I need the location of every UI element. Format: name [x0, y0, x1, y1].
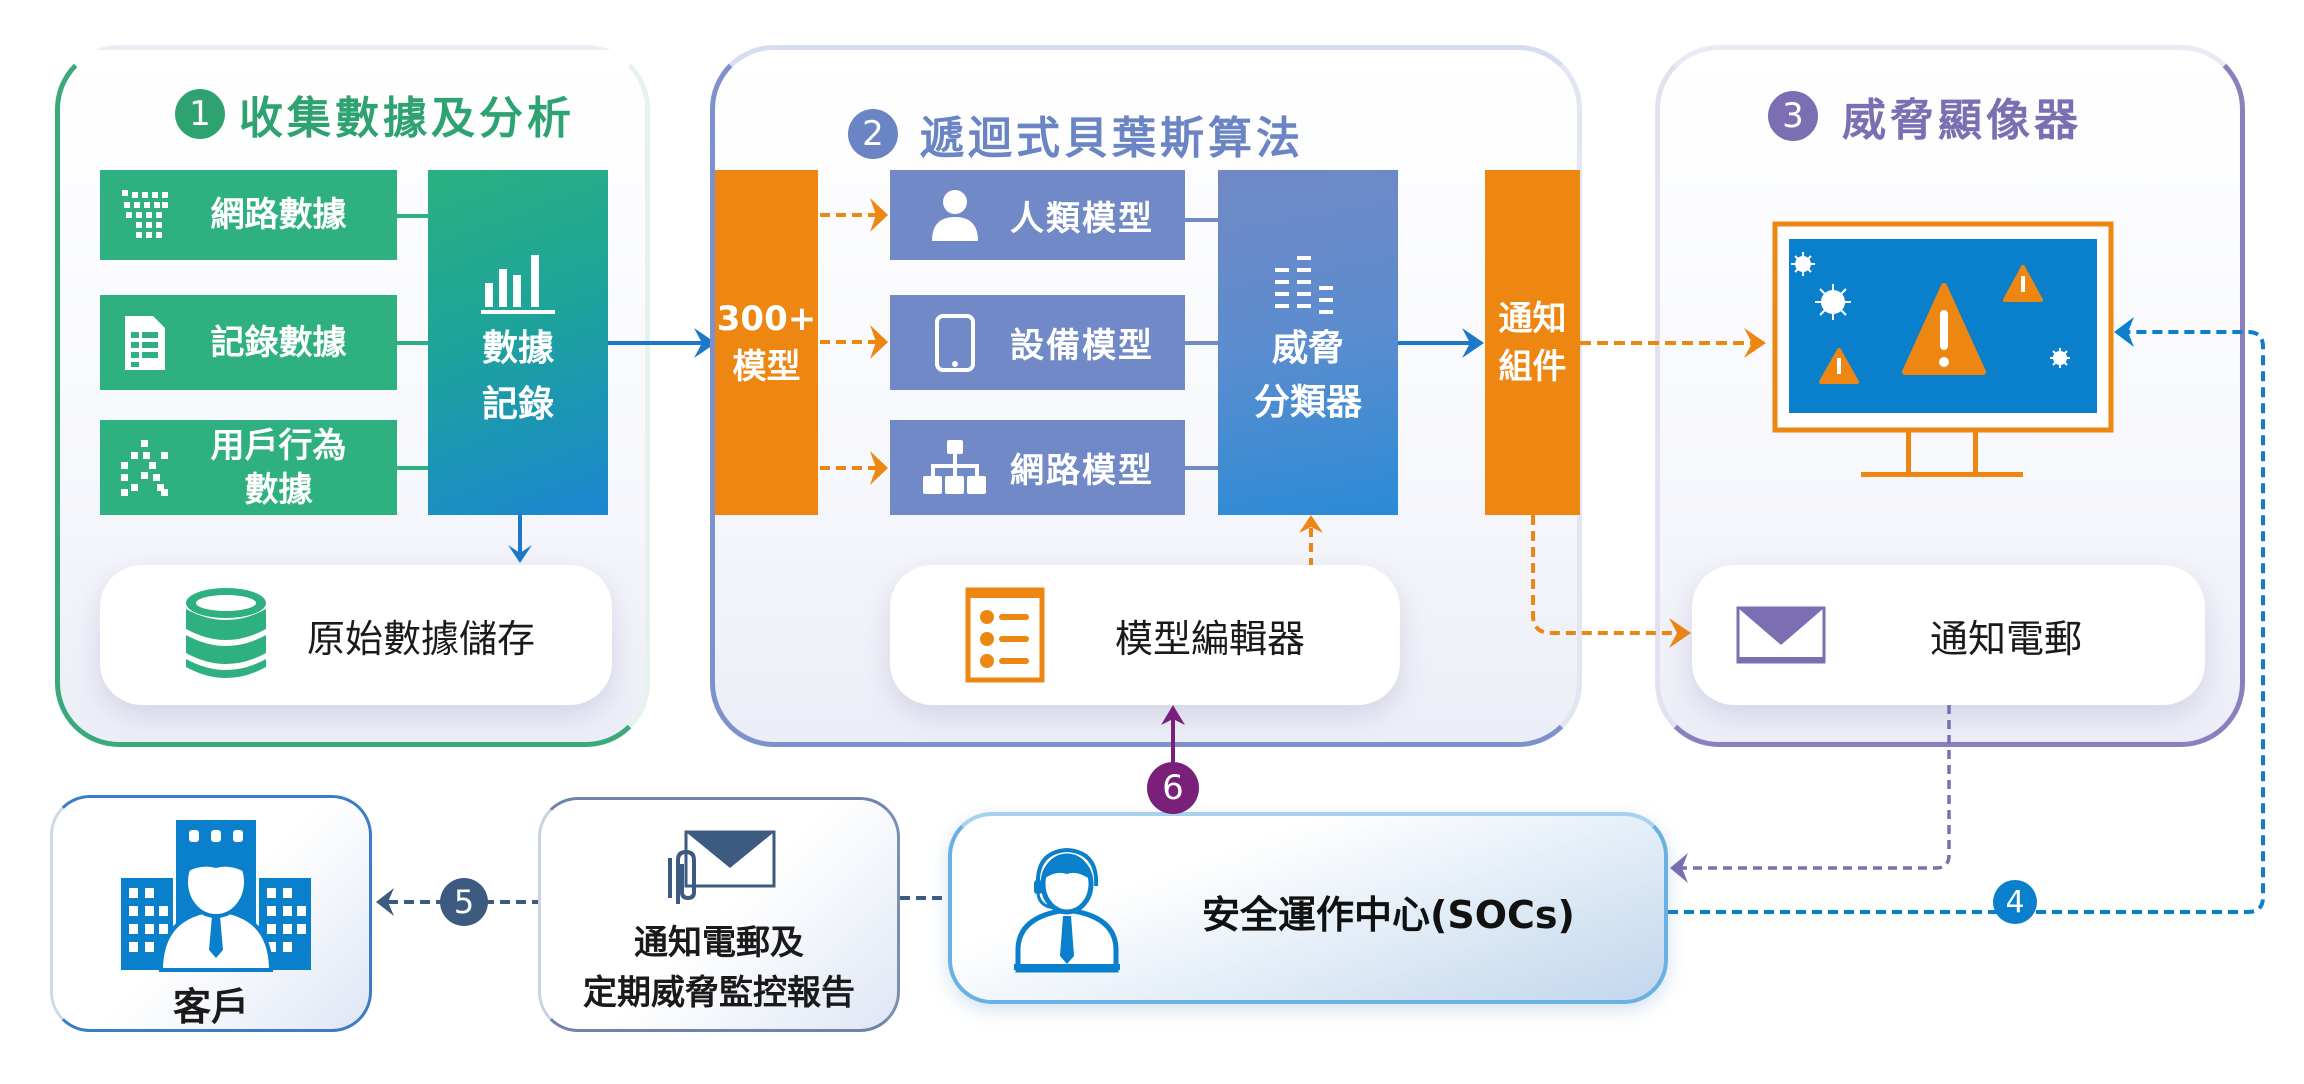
- model-network[interactable]: 網路模型: [890, 420, 1185, 515]
- bar-chart-icon: [481, 253, 555, 315]
- aggregator-label-line1: 數據: [481, 327, 554, 369]
- arrow-to-monitor: [1580, 328, 1766, 358]
- arrow-soc-to-monitor: [1668, 317, 2265, 914]
- arrow-to-email: [1531, 515, 1691, 648]
- log-document-icon: [110, 315, 180, 370]
- source-label-line2: 數據: [244, 469, 313, 510]
- soc-label: 安全運作中心(SOCs): [1202, 893, 1575, 937]
- source-log-data[interactable]: 記錄數據: [100, 295, 397, 390]
- classifier-label-line2: 分類器: [1253, 381, 1362, 423]
- connector-line: [397, 466, 428, 470]
- step-badge-6: 6: [1147, 762, 1199, 814]
- aggregator-label-line2: 記錄: [481, 383, 554, 425]
- list-editor-icon: [965, 587, 1045, 683]
- panel-1-title: 1 收集數據及分析: [175, 82, 575, 146]
- model-count-value: 300+: [716, 298, 817, 339]
- customer-card[interactable]: 客戶: [50, 795, 372, 1032]
- arrow-report-to-customer: [376, 888, 540, 916]
- network-data-grid-icon: [110, 190, 180, 240]
- network-hierarchy-icon: [910, 439, 1000, 496]
- panel-2-title: 2 遞迴式貝葉斯算法: [848, 102, 1304, 166]
- customer-building-icon: [121, 820, 311, 972]
- connector-line: [397, 214, 428, 218]
- tablet-icon: [910, 313, 1000, 372]
- soc-card[interactable]: 安全運作中心(SOCs): [948, 812, 1668, 1004]
- connector-line: [1185, 466, 1218, 470]
- threat-classifier[interactable]: 威脅 分類器: [1218, 170, 1398, 515]
- arrow-to-algorithm: [608, 328, 716, 358]
- source-label: 記錄數據: [210, 322, 347, 363]
- model-count-box[interactable]: 300+ 模型: [715, 170, 818, 515]
- raw-data-storage-card[interactable]: 原始數據儲存: [100, 565, 612, 705]
- arrow-to-notifier: [1398, 328, 1484, 358]
- connector-line: [1185, 218, 1218, 222]
- source-network-data[interactable]: 網路數據: [100, 170, 397, 260]
- user-behavior-dots-icon: [110, 439, 180, 496]
- report-card[interactable]: 通知電郵及 定期威脅監控報告: [538, 797, 900, 1032]
- step-badge-1: 1: [175, 89, 225, 139]
- panel-1-title-text: 收集數據及分析: [239, 93, 575, 144]
- arrow-email-to-soc: [1670, 705, 1951, 883]
- customer-label: 客戶: [172, 985, 249, 1029]
- step-badge-3: 3: [1768, 91, 1818, 141]
- model-label: 人類模型: [1010, 198, 1154, 239]
- model-label: 設備模型: [1010, 326, 1154, 366]
- email-label: 通知電郵: [1930, 616, 2083, 661]
- source-user-behavior[interactable]: 用戶行為 數據: [100, 420, 397, 515]
- notifier-label-line2: 組件: [1498, 346, 1567, 387]
- equalizer-bars-icon: [1271, 255, 1345, 314]
- connector-soc-to-report: [900, 896, 950, 900]
- database-icon: [185, 587, 267, 683]
- model-human[interactable]: 人類模型: [890, 170, 1185, 260]
- notification-component[interactable]: 通知 組件: [1485, 170, 1580, 515]
- source-label-line1: 用戶行為: [210, 425, 347, 466]
- source-label: 網路數據: [210, 195, 347, 235]
- panel-3-title-text: 威脅顯像器: [1842, 95, 2082, 146]
- person-icon: [910, 189, 1000, 241]
- panel-3-title: 3 威脅顯像器: [1768, 84, 2082, 148]
- notifier-label-line1: 通知: [1498, 298, 1567, 339]
- envelope-icon: [1736, 606, 1826, 664]
- connector-line: [397, 341, 428, 345]
- report-label: 通知電郵及 定期威脅監控報告: [541, 918, 897, 1018]
- step-badge-5: 5: [440, 878, 488, 926]
- threat-monitor-icon[interactable]: [1772, 221, 2115, 482]
- step-badge-2: 2: [848, 109, 898, 159]
- envelope-attachment-icon: [668, 830, 778, 904]
- model-device[interactable]: 設備模型: [890, 295, 1185, 390]
- arrow-editor-to-classifier: [1299, 515, 1323, 567]
- storage-label: 原始數據儲存: [307, 616, 536, 661]
- connector-line: [1185, 341, 1218, 345]
- source-label: 用戶行為 數據: [180, 424, 397, 512]
- classifier-label-line1: 威脅: [1271, 327, 1344, 369]
- data-log-aggregator[interactable]: 數據 記錄: [428, 170, 608, 515]
- editor-label: 模型編輯器: [1115, 616, 1306, 661]
- report-label-line2: 定期威脅監控報告: [583, 973, 855, 1013]
- model-count-label: 模型: [732, 346, 801, 387]
- report-label-line1: 通知電郵及: [634, 923, 804, 963]
- headset-agent-icon: [1012, 846, 1122, 973]
- notification-email-card[interactable]: 通知電郵: [1692, 565, 2205, 705]
- panel-2-title-text: 遞迴式貝葉斯算法: [920, 113, 1304, 164]
- model-dispatch-arrows: [820, 198, 888, 485]
- model-editor-card[interactable]: 模型編輯器: [890, 565, 1400, 705]
- step-badge-4: 4: [1993, 880, 2037, 924]
- model-label: 網路模型: [1010, 451, 1154, 491]
- arrow-to-storage: [508, 515, 532, 563]
